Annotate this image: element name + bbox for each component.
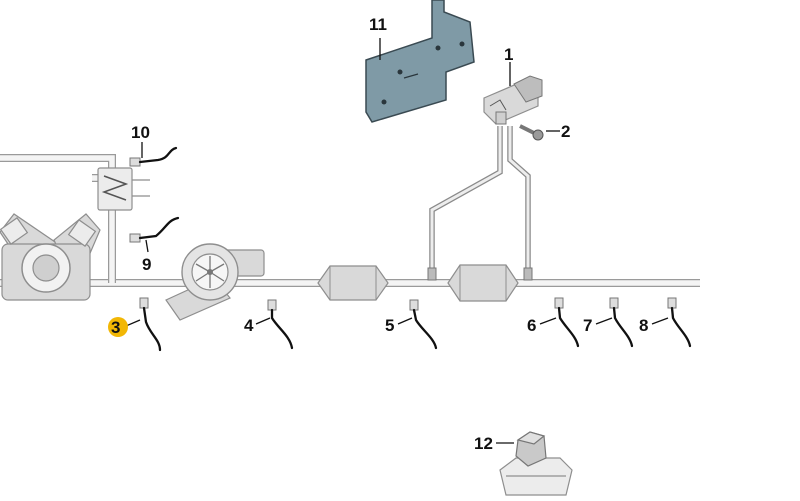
callout-12[interactable]: 12 bbox=[474, 434, 493, 453]
heat-exchanger bbox=[97, 167, 150, 211]
bolt bbox=[519, 124, 544, 141]
callout-9[interactable]: 9 bbox=[142, 255, 151, 274]
callout-10[interactable]: 10 bbox=[131, 123, 150, 142]
turbocharger bbox=[165, 243, 265, 321]
callout-6[interactable]: 6 bbox=[527, 316, 536, 335]
callout-3[interactable]: 3 bbox=[111, 318, 120, 337]
hex-nut-clip bbox=[499, 431, 573, 496]
callout-11[interactable]: 11 bbox=[369, 15, 387, 34]
sensor-wires bbox=[129, 146, 692, 352]
callout-labels: 1 2 3 4 5 6 7 8 9 10 11 12 bbox=[111, 15, 648, 453]
pressure-hoses bbox=[427, 126, 533, 281]
particulate-filter bbox=[447, 264, 519, 302]
callout-1[interactable]: 1 bbox=[504, 45, 513, 64]
mounting-bracket bbox=[365, 0, 475, 123]
callout-4[interactable]: 4 bbox=[244, 316, 254, 335]
highlight-marker bbox=[108, 317, 128, 337]
callout-8[interactable]: 8 bbox=[639, 316, 648, 335]
callout-7[interactable]: 7 bbox=[583, 316, 592, 335]
callout-2[interactable]: 2 bbox=[561, 122, 570, 141]
leader-lines bbox=[125, 38, 669, 444]
callout-5[interactable]: 5 bbox=[385, 316, 394, 335]
catalytic-converter bbox=[317, 265, 389, 301]
engine-block bbox=[0, 213, 101, 301]
pressure-sensor bbox=[483, 75, 543, 125]
